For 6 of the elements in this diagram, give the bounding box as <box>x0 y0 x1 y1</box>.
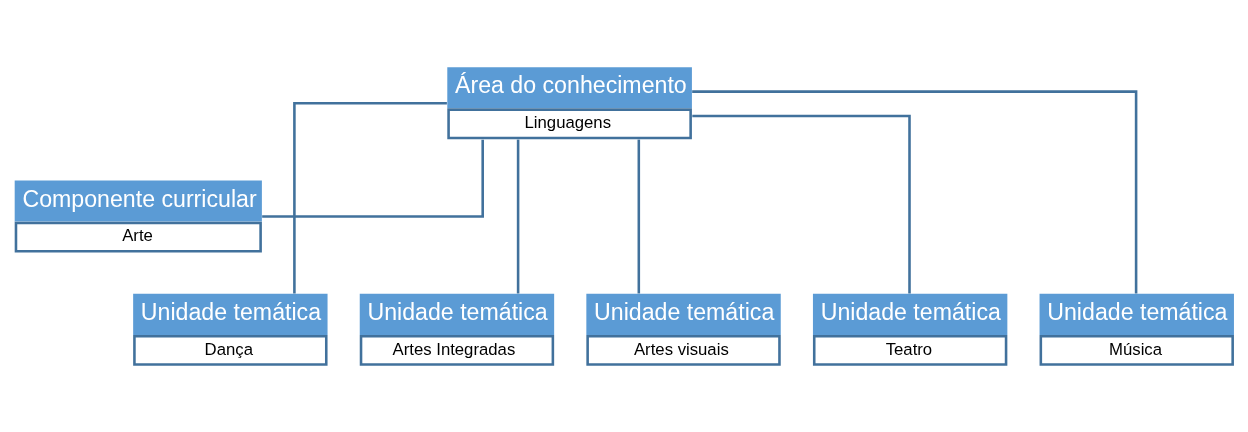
connector <box>692 89 1138 294</box>
connector <box>516 139 520 293</box>
connector <box>637 139 641 293</box>
connector <box>293 101 447 293</box>
connector <box>262 139 484 218</box>
connector <box>692 114 911 294</box>
